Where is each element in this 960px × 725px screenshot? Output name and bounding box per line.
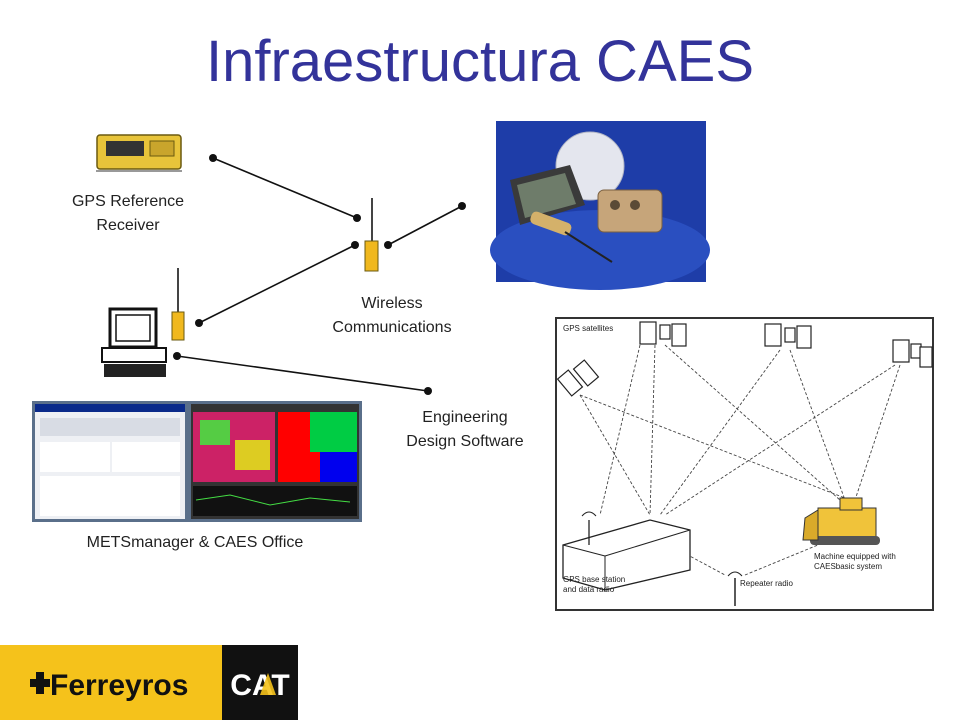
software-screens: [32, 401, 362, 522]
engineering-label-line1: Engineering: [422, 409, 508, 426]
gps-receiver-label-line2: Receiver: [96, 217, 160, 234]
ferreyros-logo-mark: Ferreyros: [30, 669, 188, 702]
wire-gps-to-radio: [212, 157, 358, 219]
gps-receiver-label-line1: GPS Reference: [71, 193, 185, 210]
gps-system-diagram: [555, 317, 934, 611]
repeater-label: Repeater radio: [740, 579, 793, 588]
satellites-label: GPS satellites: [563, 324, 613, 333]
wire-radio-to-machine: [387, 205, 463, 246]
machine-label-1: Machine equipped with: [814, 552, 896, 561]
wireless-label: Wireless Communications: [312, 292, 472, 340]
ferreyros-text: Ferreyros: [50, 669, 188, 702]
cat-logo-mark: CAT: [230, 669, 289, 702]
wire-pc-to-radio: [198, 244, 356, 324]
engineering-label-line2: Design Software: [406, 433, 524, 450]
cat-logo: CAT: [222, 645, 298, 720]
base-station-label-2: and data radio: [563, 585, 615, 594]
wireless-label-line1: Wireless: [361, 295, 423, 312]
radio-antenna-icon: [364, 198, 379, 272]
engineering-label: Engineering Design Software: [385, 406, 545, 454]
computer-icon: [101, 268, 185, 377]
wireless-label-line2: Communications: [332, 319, 452, 336]
cat-text: CAT: [230, 669, 289, 702]
page-title: Infraestructura CAES: [206, 29, 754, 94]
hardware-photo: [490, 121, 710, 290]
gps-receiver-icon: [96, 134, 182, 172]
gps-receiver-label: GPS Reference Receiver: [48, 190, 208, 238]
wire-pc-to-software: [176, 355, 429, 392]
office-label: METSmanager & CAES Office: [86, 534, 304, 551]
base-station-label-1: GPS base station: [563, 575, 625, 584]
ferreyros-logo: Ferreyros: [0, 645, 222, 720]
machine-label-2: CAESbasic system: [814, 562, 882, 571]
